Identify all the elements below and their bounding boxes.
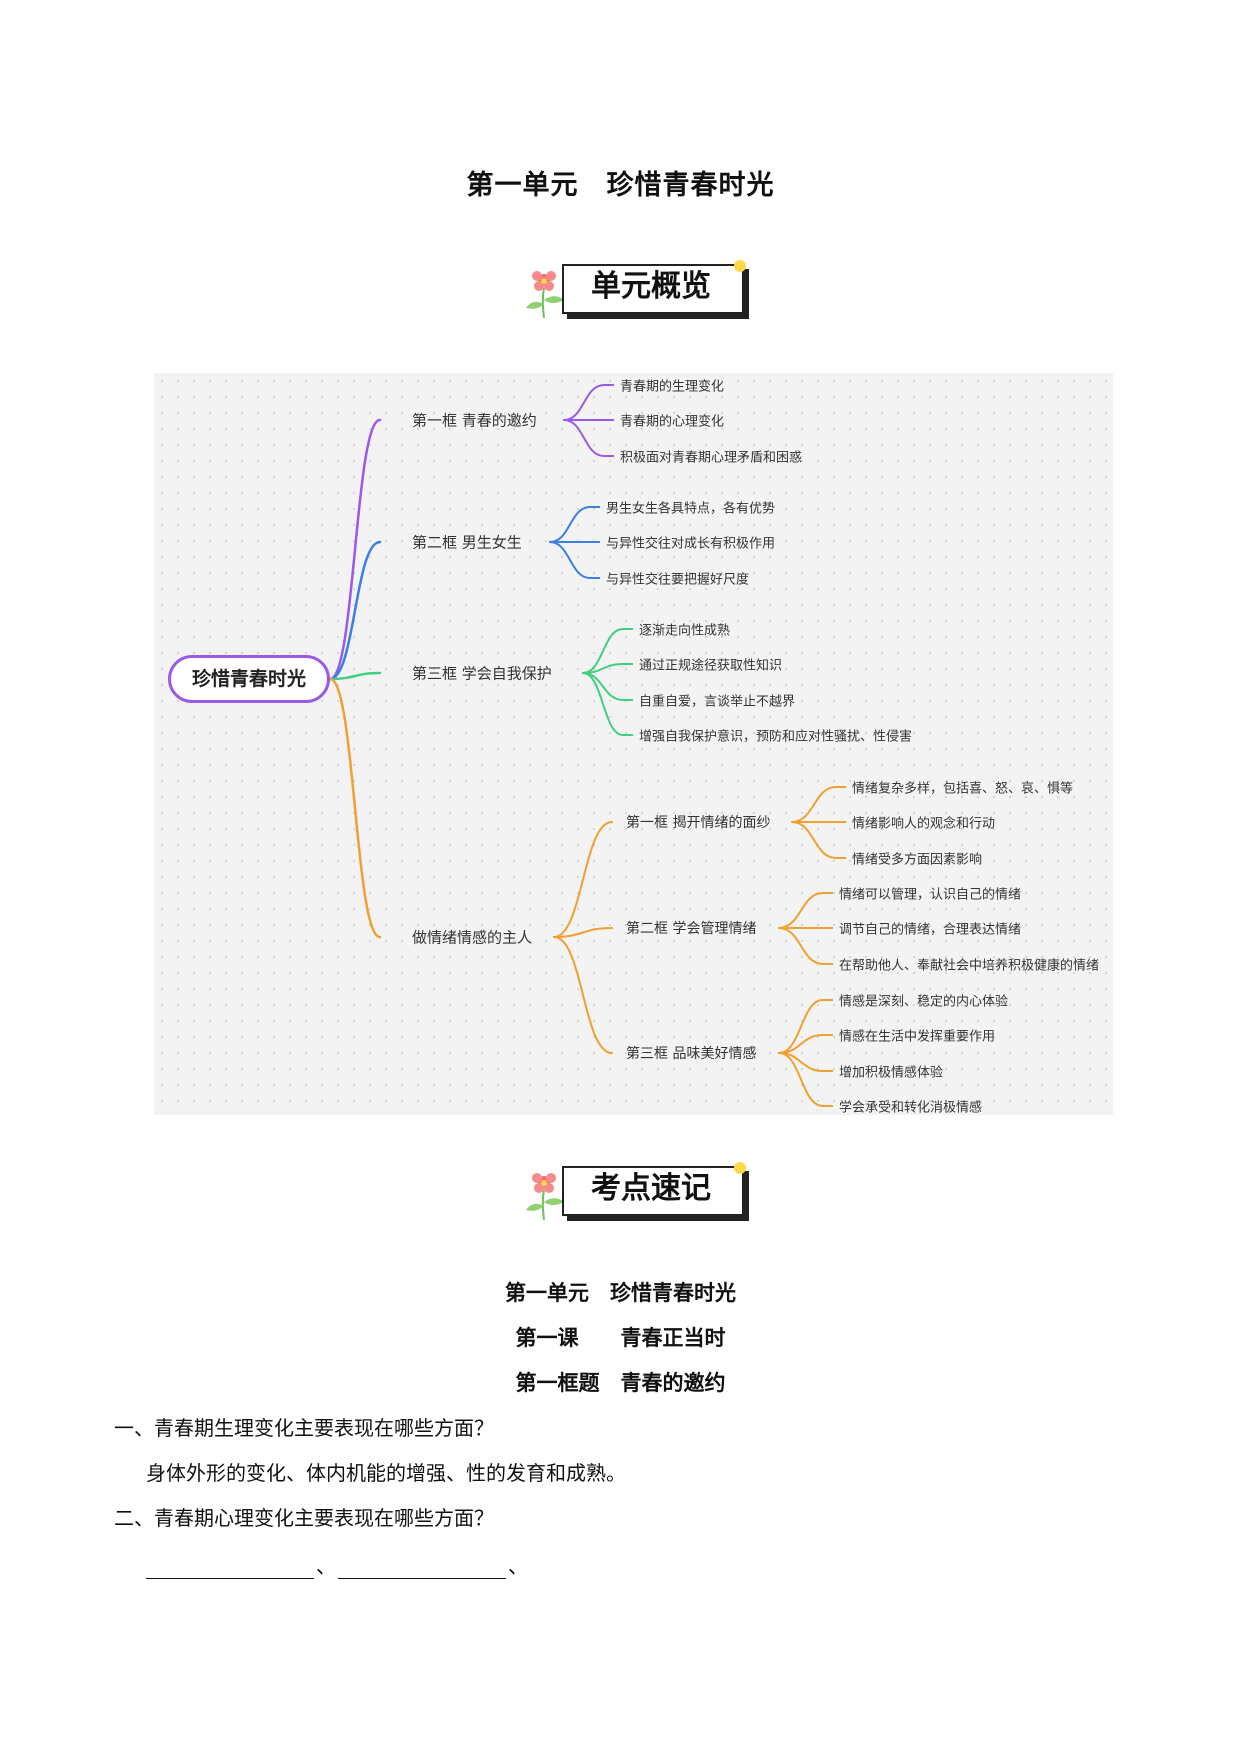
sub-branch-label: 第三框 品味美好情感: [626, 1046, 757, 1062]
connector-line: [328, 671, 382, 681]
leaf-item: 增加积极情感体验: [839, 1065, 944, 1081]
connector-line: [549, 541, 591, 579]
leaf-item: 情绪影响人的观念和行动: [852, 816, 996, 832]
badge-label: 考点速记: [591, 1171, 711, 1206]
unit-overview-badge: 单元概览: [522, 258, 748, 318]
separator: 、: [316, 1554, 336, 1578]
answer-blank[interactable]: [146, 1556, 314, 1579]
leaf-item: 情感是深刻、稳定的内心体验: [839, 994, 1009, 1010]
mind-map: 珍惜青春时光 第一框 青春的邀约 青春期的生理变化青春期的心理变化积极面对青春期心…: [154, 373, 1113, 1116]
sub-branch-label: 第二框 学会管理情绪: [626, 921, 757, 937]
leaf-item: 逐渐走向性成熟: [639, 623, 731, 639]
answer-blanks: 、、: [146, 1550, 530, 1579]
flower-icon: [526, 1173, 564, 1220]
connector-line: [553, 936, 613, 1054]
connector-line: [328, 677, 382, 939]
leaf-item: 与异性交往对成长有积极作用: [606, 536, 776, 552]
leaf-item: 青春期的心理变化: [620, 414, 725, 430]
connector-line: [791, 786, 837, 823]
question-2: 二、青春期心理变化主要表现在哪些方面？: [114, 1506, 494, 1530]
leaf-item: 积极面对青春期心理矛盾和困惑: [620, 450, 803, 466]
leaf-item: 增强自我保护意识，预防和应对性骚扰、性侵害: [639, 729, 913, 745]
sub-branch-label: 第一框 揭开情绪的面纱: [626, 815, 771, 831]
leaf-item: 情绪可以管理，认识自己的情绪: [839, 887, 1022, 903]
question-1: 一、青春期生理变化主要表现在哪些方面？: [114, 1416, 494, 1440]
connector-line: [553, 821, 613, 938]
separator: 、: [508, 1554, 528, 1578]
sun-dot-icon: [734, 260, 746, 272]
connector-line: [328, 540, 382, 681]
connector-line: [582, 672, 624, 701]
frame-heading: 第一框题 青春的邀约: [515, 1370, 726, 1395]
leaf-item: 情感在生活中发挥重要作用: [839, 1029, 996, 1045]
connector-line: [549, 506, 591, 543]
connector-line: [563, 419, 605, 457]
leaf-item: 通过正规途径获取性知识: [639, 658, 783, 674]
leaf-item: 在帮助他人、奉献社会中培养积极健康的情绪: [839, 958, 1100, 974]
leaf-item: 学会承受和转化消极情感: [839, 1100, 983, 1116]
leaf-item: 自重自爱，言谈举止不越界: [639, 694, 796, 710]
connector-line: [778, 927, 824, 965]
connector-line: [791, 821, 837, 859]
leaf-item: 与异性交往要把握好尺度: [606, 572, 750, 588]
connector-line: [582, 672, 624, 736]
branch-label: 第二框 男生女生: [412, 533, 522, 552]
leaf-item: 情绪受多方面因素影响: [852, 852, 983, 868]
answer-1: 身体外形的变化、体内机能的增强、性的发育和成熟。: [146, 1461, 626, 1485]
leaf-item: 青春期的生理变化: [620, 379, 725, 395]
connector-line: [563, 384, 605, 421]
page-title: 第一单元 珍惜青春时光: [466, 170, 775, 201]
connector-line: [778, 1052, 824, 1107]
key-points-badge: 考点速记: [522, 1160, 748, 1220]
sun-dot-icon: [734, 1162, 746, 1174]
flower-icon: [526, 271, 564, 318]
mind-map-connectors: [328, 384, 846, 1107]
connector-line: [582, 628, 624, 674]
branch-label: 第一框 青春的邀约: [412, 411, 537, 430]
badge-label: 单元概览: [591, 269, 711, 304]
connector-line: [328, 418, 382, 681]
connector-line: [582, 663, 624, 674]
mind-map-root: 珍惜青春时光: [168, 655, 330, 703]
connector-line: [778, 892, 824, 929]
leaf-item: 情绪复杂多样，包括喜、怒、哀、惧等: [852, 781, 1074, 797]
unit-heading: 第一单元 珍惜青春时光: [505, 1280, 736, 1305]
leaf-item: 男生女生各具特点，各有优势: [606, 501, 776, 517]
leaf-item: 调节自己的情绪，合理表达情绪: [839, 922, 1022, 938]
branch-label: 第三框 学会自我保护: [412, 664, 552, 683]
connector-line: [553, 927, 613, 938]
branch-label: 做情绪情感的主人: [412, 928, 533, 947]
lesson-heading: 第一课 青春正当时: [515, 1325, 726, 1350]
answer-blank[interactable]: [338, 1556, 506, 1579]
